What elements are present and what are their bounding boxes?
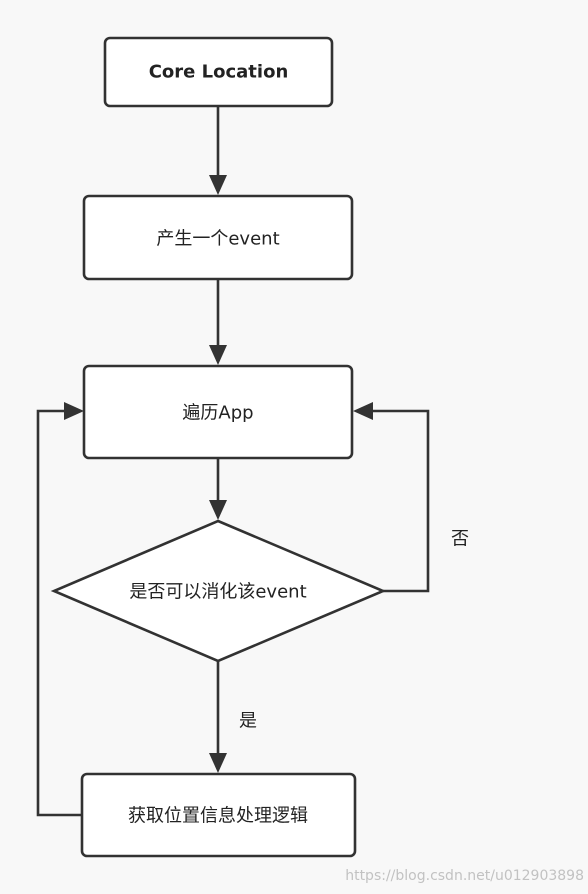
edges (36, 106, 430, 817)
arrowhead-result-loop-back (64, 402, 84, 420)
node-generate-event-box (82, 194, 354, 281)
watermark-text: https://blog.csdn.net/u012903898 (345, 868, 584, 884)
edge-label-no: 否 (451, 529, 469, 550)
node-iterate-app-box (82, 364, 354, 460)
node-core-location-box (103, 36, 334, 108)
node-get-location: 获取位置信息处理逻辑 (80, 772, 357, 858)
node-decision-label: 是否可以消化该event (129, 582, 306, 603)
node-get-location-label: 获取位置信息处理逻辑 (128, 806, 308, 827)
arrowhead-iterate-to-decision (209, 500, 227, 520)
edge-decision-no-loop (370, 409, 430, 593)
node-get-location-box (80, 772, 357, 858)
arrowhead-decision-yes (209, 753, 227, 773)
edge-label-yes: 是 (239, 711, 257, 732)
edge-result-loop-back (36, 409, 82, 817)
arrowhead-core-to-generate (209, 175, 227, 195)
node-generate-event: 产生一个event (82, 194, 354, 281)
node-iterate-app-label: 遍历App (182, 403, 253, 424)
node-iterate-app: 遍历App (82, 364, 354, 460)
node-generate-event-label: 产生一个event (156, 229, 279, 250)
node-core-location-label: Core Location (149, 62, 289, 83)
arrowhead-generate-to-iterate (209, 345, 227, 365)
node-core-location: Core Location (103, 36, 334, 108)
arrowhead-decision-no-loop (353, 402, 373, 420)
node-decision: 是否可以消化该event (50, 519, 387, 663)
node-decision-diamond (50, 519, 387, 663)
